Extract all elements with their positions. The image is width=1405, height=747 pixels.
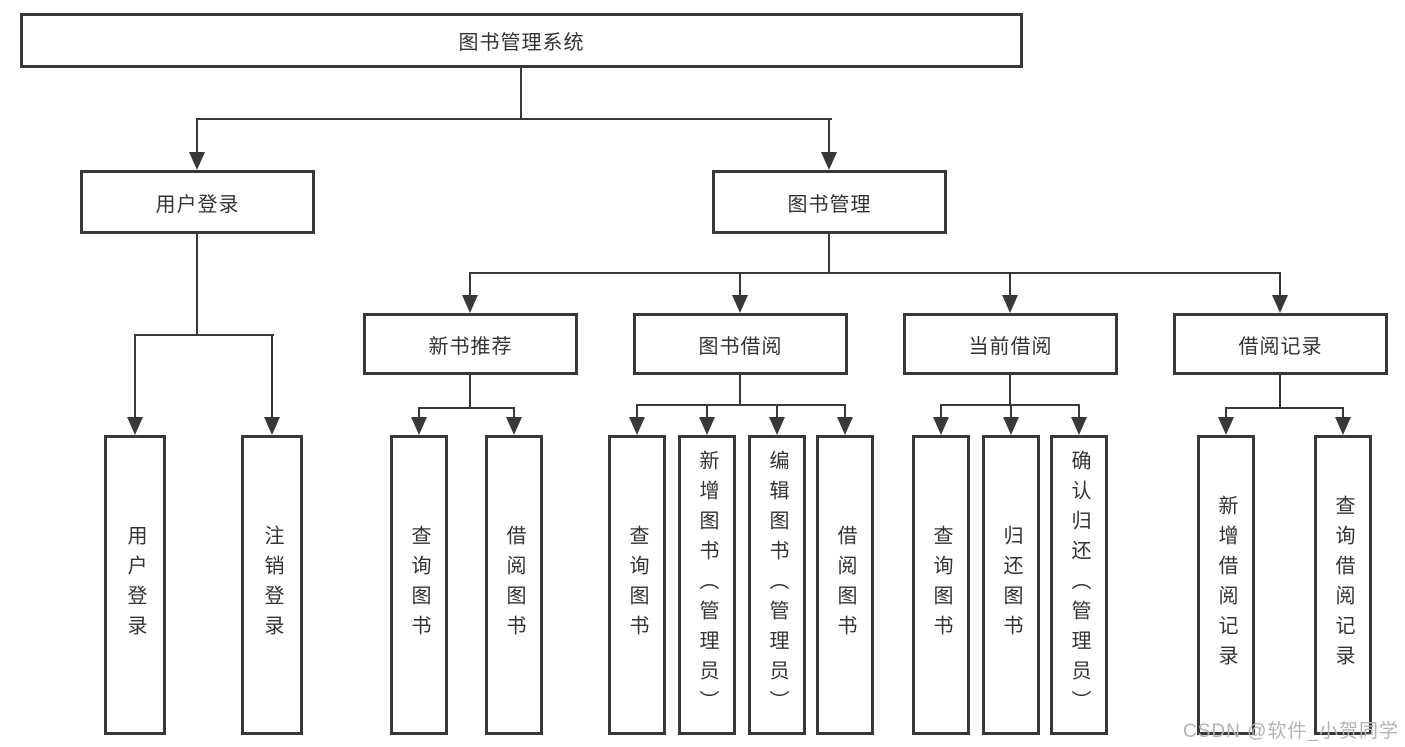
- connector-to-leaf-logout: [271, 334, 273, 419]
- leaf-logout: 注销登录: [241, 435, 303, 735]
- connector-to-user-login: [196, 118, 198, 154]
- arrowhead-down-icon: [769, 417, 785, 435]
- connector-leaf-stem: [636, 404, 638, 419]
- csdn-watermark: CSDN @软件_小贺同学: [1183, 721, 1399, 742]
- arrowhead-down-icon: [1071, 417, 1087, 435]
- connector-leaf-stem: [776, 404, 778, 419]
- connector-to-book-management: [828, 118, 830, 154]
- connector-to-book-borrowing: [739, 272, 741, 297]
- node-user-login: 用户登录: [80, 170, 315, 234]
- connector-book-borrowing-branch: [636, 404, 846, 406]
- arrowhead-down-icon: [411, 417, 427, 435]
- arrowhead-down-icon: [1272, 295, 1288, 313]
- node-new-book-recommendation: 新书推荐: [363, 313, 578, 375]
- leaf-add-borrow-record: 新增借阅记录: [1197, 435, 1255, 735]
- connector-leaf-stem: [513, 407, 515, 419]
- connector-root-branch: [196, 118, 832, 120]
- arrowhead-down-icon: [1218, 417, 1234, 435]
- arrowhead-down-icon: [629, 417, 645, 435]
- node-root-library-management-system: 图书管理系统: [20, 13, 1023, 68]
- connector-leaf-stem: [418, 407, 420, 419]
- connector-new-book-stem: [469, 375, 471, 409]
- arrowhead-down-icon: [837, 417, 853, 435]
- connector-user-login-branch: [134, 334, 274, 336]
- connector-current-borrowing-stem: [1009, 375, 1011, 406]
- connector-to-current-borrowing: [1009, 272, 1011, 297]
- arrowhead-down-icon: [1002, 295, 1018, 313]
- arrowhead-down-icon: [264, 417, 280, 435]
- connector-to-new-book: [469, 272, 471, 297]
- connector-borrow-records-branch: [1225, 407, 1344, 409]
- connector-borrow-records-stem: [1279, 375, 1281, 409]
- leaf-query-borrow-record: 查询借阅记录: [1314, 435, 1372, 735]
- arrowhead-down-icon: [462, 295, 478, 313]
- leaf-return-book: 归还图书: [982, 435, 1040, 735]
- connector-new-book-branch: [418, 407, 515, 409]
- node-current-borrowing: 当前借阅: [903, 313, 1118, 375]
- leaf-confirm-return-admin: 确认归还（管理员）: [1050, 435, 1108, 735]
- leaf-user-login: 用户登录: [104, 435, 166, 735]
- arrowhead-down-icon: [189, 152, 205, 170]
- leaf-borrow-books-recommend: 借阅图书: [485, 435, 543, 735]
- connector-leaf-stem: [1225, 407, 1227, 419]
- arrowhead-down-icon: [732, 295, 748, 313]
- connector-leaf-stem: [1010, 404, 1012, 419]
- connector-book-borrowing-stem: [739, 375, 741, 406]
- arrowhead-down-icon: [506, 417, 522, 435]
- arrowhead-down-icon: [933, 417, 949, 435]
- leaf-add-book-admin: 新增图书（管理员）: [678, 435, 736, 735]
- node-borrowing-records: 借阅记录: [1173, 313, 1388, 375]
- connector-root-stem: [520, 68, 522, 120]
- leaf-query-books-borrowing: 查询图书: [608, 435, 666, 735]
- connector-leaf-stem: [706, 404, 708, 419]
- arrowhead-down-icon: [821, 152, 837, 170]
- connector-leaf-stem: [844, 404, 846, 419]
- node-book-borrowing: 图书借阅: [633, 313, 848, 375]
- arrowhead-down-icon: [127, 417, 143, 435]
- arrowhead-down-icon: [699, 417, 715, 435]
- connector-to-borrow-records: [1279, 272, 1281, 297]
- node-book-management: 图书管理: [712, 170, 947, 234]
- connector-leaf-stem: [940, 404, 942, 419]
- leaf-query-books-recommend: 查询图书: [390, 435, 448, 735]
- arrowhead-down-icon: [1335, 417, 1351, 435]
- leaf-borrow-books-borrowing: 借阅图书: [816, 435, 874, 735]
- connector-book-mgmt-branch: [469, 272, 1281, 274]
- connector-book-mgmt-stem: [828, 234, 830, 274]
- leaf-query-books-current: 查询图书: [912, 435, 970, 735]
- connector-to-leaf-user-login: [134, 334, 136, 419]
- leaf-edit-book-admin: 编辑图书（管理员）: [748, 435, 806, 735]
- arrowhead-down-icon: [1003, 417, 1019, 435]
- connector-leaf-stem: [1342, 407, 1344, 419]
- connector-leaf-stem: [1078, 404, 1080, 419]
- connector-user-login-stem: [196, 234, 198, 336]
